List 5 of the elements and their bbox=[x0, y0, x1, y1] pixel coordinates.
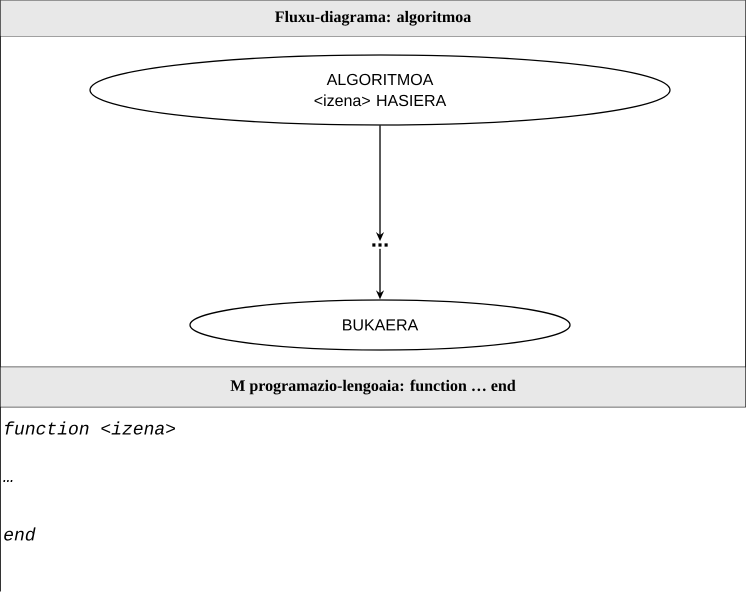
code-line: end bbox=[4, 527, 36, 541]
header-band: M programazio-lengoaia: function … end bbox=[0, 367, 746, 407]
code-line: … bbox=[3, 480, 12, 482]
header-band: Fluxu-diagrama: algoritmoa bbox=[0, 0, 746, 36]
ellipsis-text: ... bbox=[372, 243, 388, 247]
